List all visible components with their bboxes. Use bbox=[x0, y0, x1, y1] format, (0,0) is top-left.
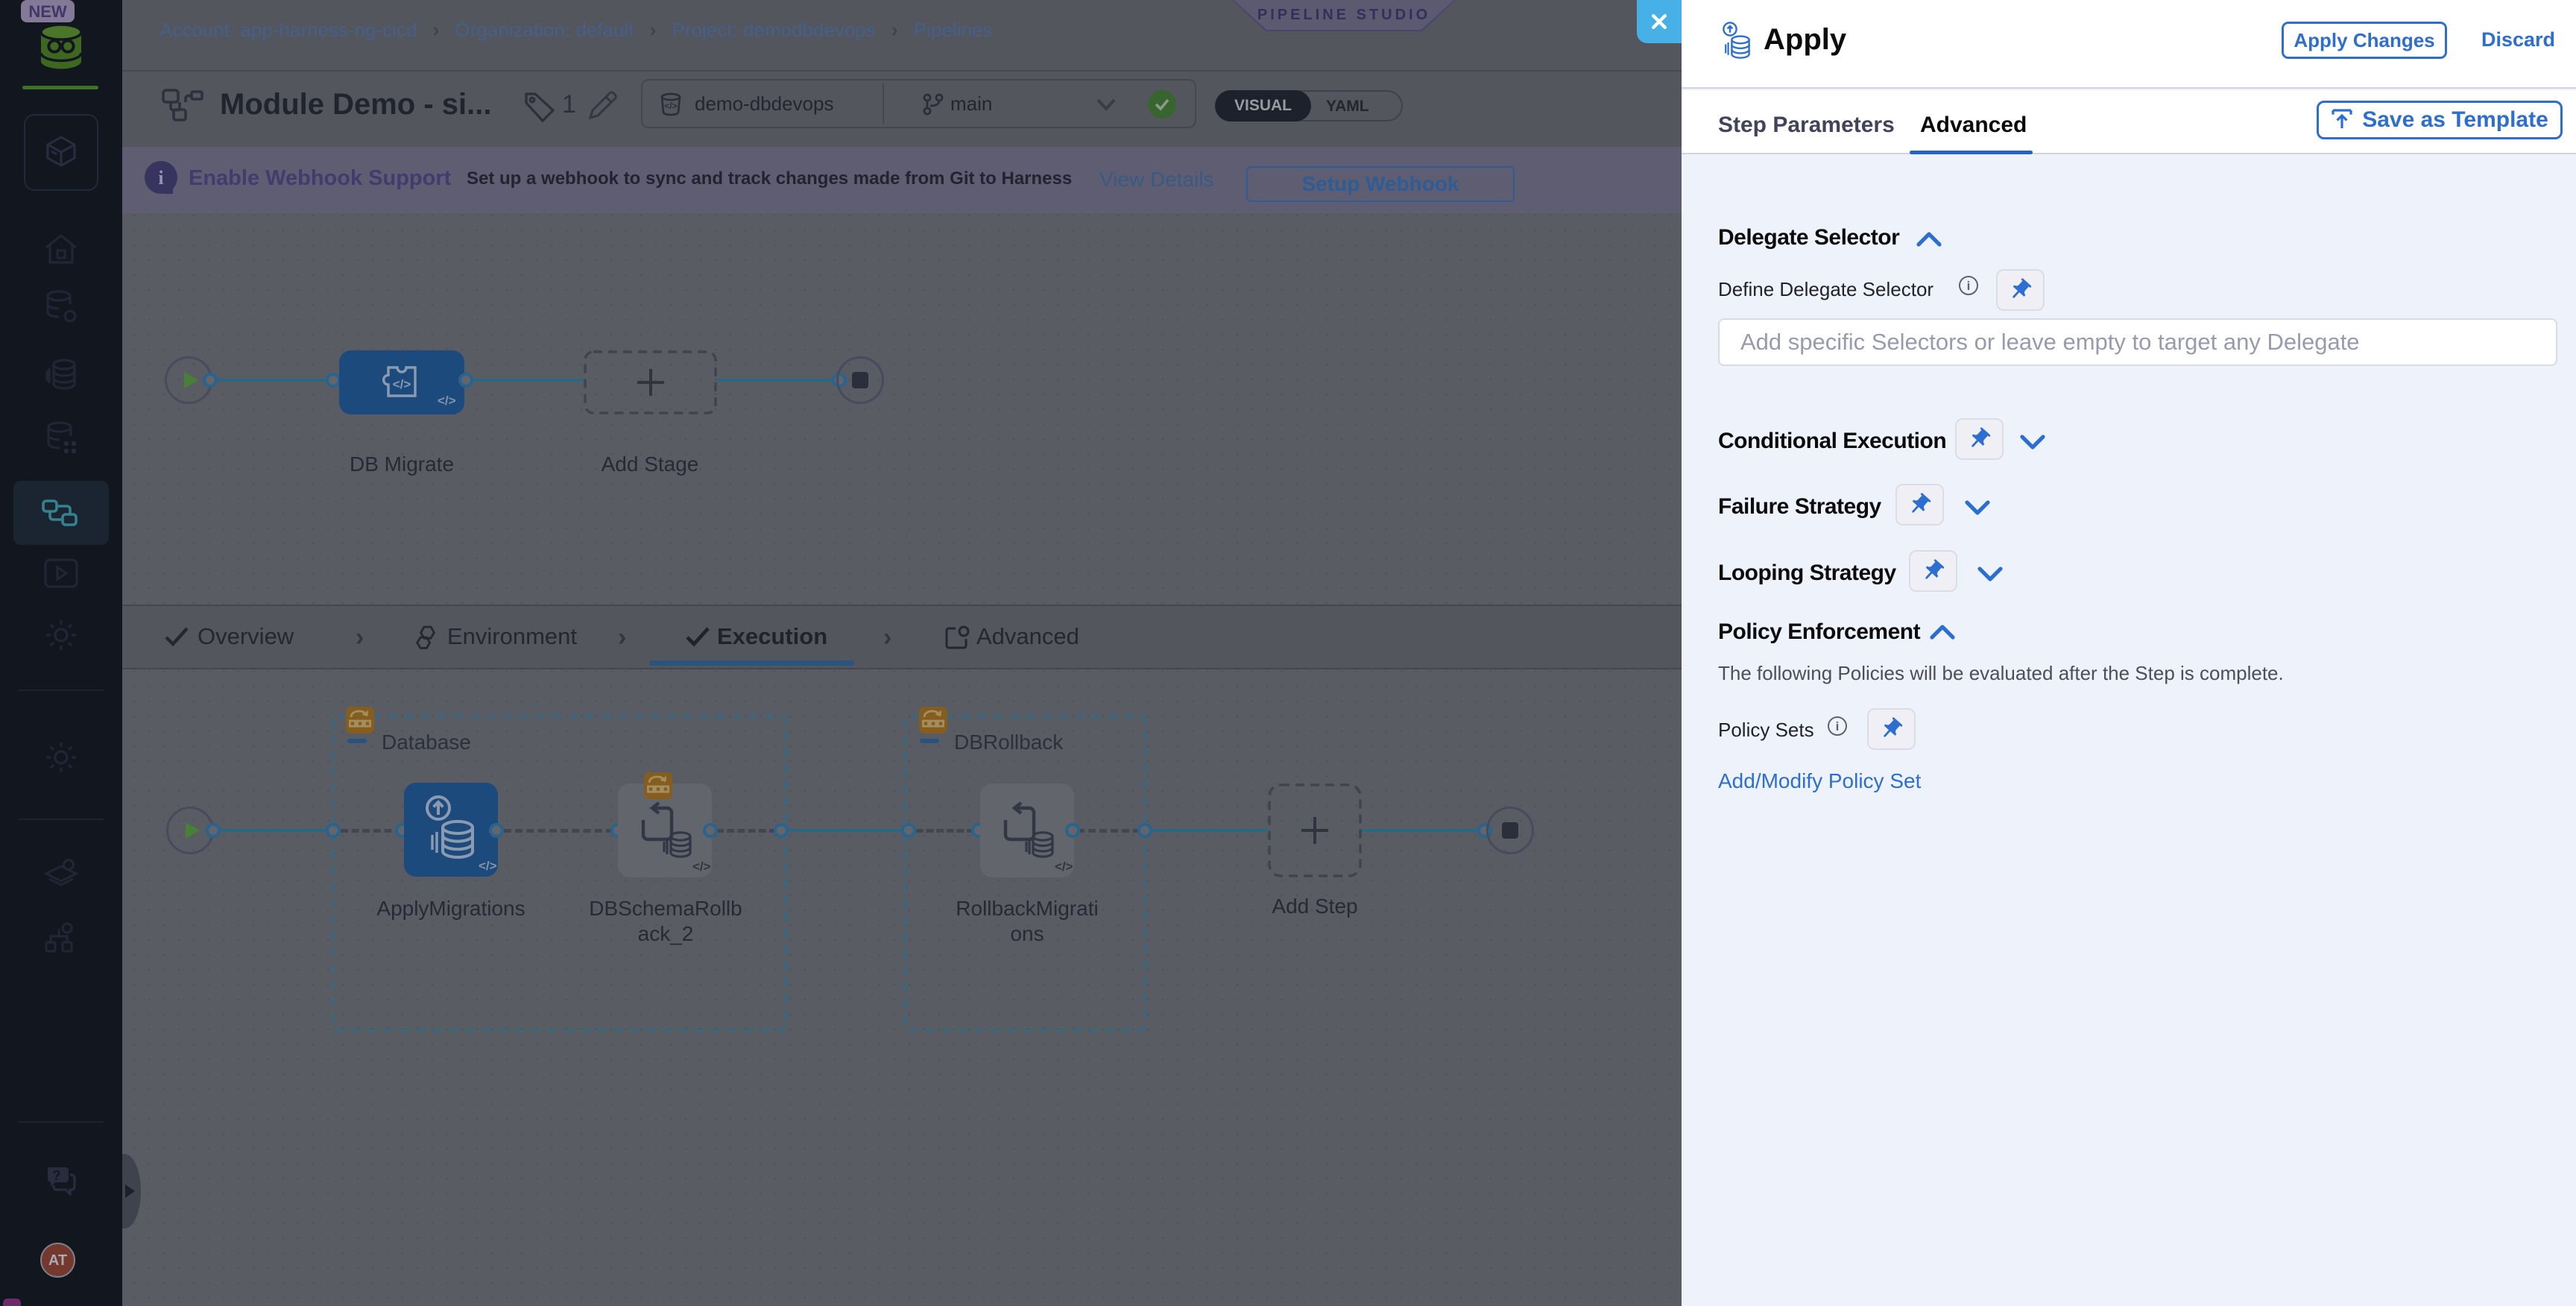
svg-text:</>: </> bbox=[393, 377, 411, 391]
svg-text:?: ? bbox=[53, 1168, 61, 1183]
svg-text:</>: </> bbox=[664, 101, 677, 111]
